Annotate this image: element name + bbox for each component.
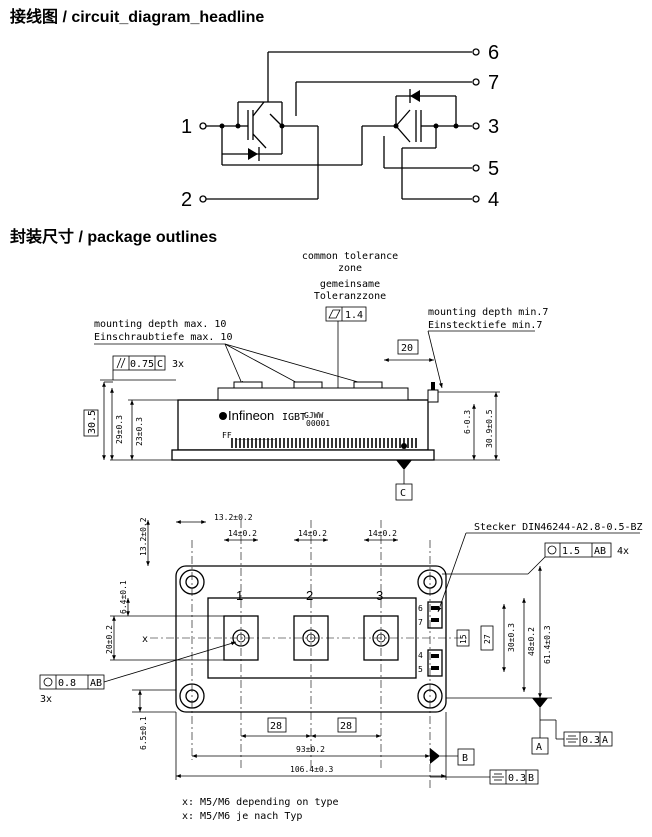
pin-6-terminal [472, 48, 480, 56]
tolerance-label-3: gemeinsame [320, 279, 380, 290]
vent-pattern: (function(){ var g=document.currentScrip… [231, 438, 417, 448]
pin-1-terminal [199, 122, 207, 130]
terminal-1-label: 1 [236, 588, 243, 603]
position-count: 4x [617, 546, 629, 557]
datum-b-label: B [462, 753, 468, 764]
dim-30: 30±0.3 [507, 623, 516, 652]
position-count-2: 3x [40, 694, 52, 705]
side-view: common tolerance zone gemeinsame Toleran… [83, 251, 548, 501]
module-lid [217, 387, 409, 401]
parallel-count: 3x [172, 359, 184, 370]
dim-48: 48±0.2 [527, 627, 536, 656]
tolerance-label-2: zone [338, 263, 362, 274]
brand-label: Infineon [228, 408, 274, 423]
dim-14-b: 14±0.2 [298, 529, 327, 538]
thread-x: x [142, 634, 148, 645]
pin-2-terminal [199, 195, 207, 203]
dim-23: 23±0.3 [135, 417, 144, 446]
dim-28-b: 28 [340, 721, 352, 732]
package-heading: 封装尺寸 / package outlines [10, 227, 217, 246]
dim-27: 27 [483, 634, 492, 644]
pin-3-terminal [472, 122, 480, 130]
circuit-diagram: 1 2 3 4 5 6 7 [181, 42, 499, 211]
aux-pin-6: 6 [418, 604, 423, 613]
tolerance-label-4: Toleranzzone [314, 291, 386, 302]
pin-4-terminal [472, 195, 480, 203]
datum-c-triangle [396, 460, 412, 470]
aux-pin-5: 5 [418, 665, 423, 674]
dim-93: 93±0.2 [296, 745, 325, 754]
date-code: GJWW [304, 411, 323, 420]
module-body-side [177, 399, 429, 451]
dim-30-9: 30.9±0.5 [485, 409, 494, 448]
parallel-tolerance: 0.75 [130, 359, 154, 370]
pin-label-1: 1 [181, 116, 192, 138]
symmetry-a-datum: A [602, 735, 608, 746]
dim-6: 6-0.3 [463, 410, 472, 434]
dim-30-5: 30.5 [87, 410, 98, 434]
terminal-3-label: 3 [376, 588, 383, 603]
position-icon [547, 545, 557, 555]
pin-label-7: 7 [488, 72, 499, 94]
position-datum: AB [594, 546, 606, 557]
dim-13-2-v: 13.2±0.2 [139, 517, 148, 556]
igbt-label: IGBT [282, 412, 306, 423]
mounting-depth-min-de: Einstecktiefe min.7 [428, 320, 542, 331]
pin-label-3: 3 [488, 116, 499, 138]
datum-a-label: A [536, 742, 542, 753]
type-label: FF ________ [222, 431, 275, 440]
symmetry-a-tolerance: 0.3 [582, 735, 600, 746]
mounting-depth-max-de: Einschraubtiefe max. 10 [94, 332, 232, 343]
pin-label-5: 5 [488, 158, 499, 180]
tolerance-label-1: common tolerance [302, 251, 398, 262]
parallel-datum: C [157, 359, 163, 370]
symmetry-b-tolerance: 0.3 [508, 773, 526, 784]
note-de: x: M5/M6 je nach Typ [182, 811, 302, 822]
dim-14-c: 14±0.2 [368, 529, 397, 538]
dim-15: 15 [459, 634, 468, 644]
flatness-icon [328, 309, 341, 319]
pin-label-4: 4 [488, 189, 499, 211]
pin-label-6: 6 [488, 42, 499, 64]
dim-13-2-h: 13.2±0.2 [214, 513, 253, 522]
dim-14-a: 14±0.2 [228, 529, 257, 538]
dim-106-4: 106.4±0.3 [290, 765, 334, 774]
dim-20-side: 20 [401, 343, 413, 354]
pin-5-terminal [472, 164, 480, 172]
position-tolerance: 1.5 [562, 546, 580, 557]
position-icon-2 [43, 677, 53, 687]
connector-spec: Stecker DIN46244-A2.8-0.5-BZ [474, 522, 643, 533]
module-baseplate [171, 449, 435, 461]
dim-6-5: 6.5±0.1 [139, 716, 148, 750]
top-view: 1 2 3 6 7 4 5 13.2±0.2 13.2±0.2 14±0.2 1… [39, 513, 643, 822]
note-en: x: M5/M6 depending on type [182, 797, 339, 808]
aux-pin-4: 4 [418, 651, 423, 660]
dim-28-a: 28 [270, 721, 282, 732]
terminal-2-label: 2 [306, 588, 313, 603]
dim-61-4: 61.4±0.3 [543, 625, 552, 664]
mounting-depth-min-en: mounting depth min.7 [428, 307, 548, 318]
pin-label-2: 2 [181, 189, 192, 211]
brand-logo-icon [219, 412, 227, 420]
position-tolerance-2: 0.8 [58, 678, 76, 689]
datum-b-triangle [430, 748, 440, 764]
position-datum-2: AB [90, 678, 102, 689]
circuit-heading: 接线图 / circuit_diagram_headline [10, 7, 264, 26]
dim-20: 20±0.2 [105, 625, 114, 654]
serial-code: 00001 [306, 419, 330, 428]
datum-c-label: C [400, 488, 406, 499]
pin-7-terminal [472, 78, 480, 86]
symmetry-b-datum: B [528, 773, 534, 784]
mounting-depth-max-en: mounting depth max. 10 [94, 319, 226, 330]
dim-6-4: 6.4±0.1 [119, 580, 128, 614]
aux-pin-7: 7 [418, 618, 423, 627]
dim-29: 29±0.3 [115, 415, 124, 444]
flatness-value: 1.4 [345, 310, 363, 321]
